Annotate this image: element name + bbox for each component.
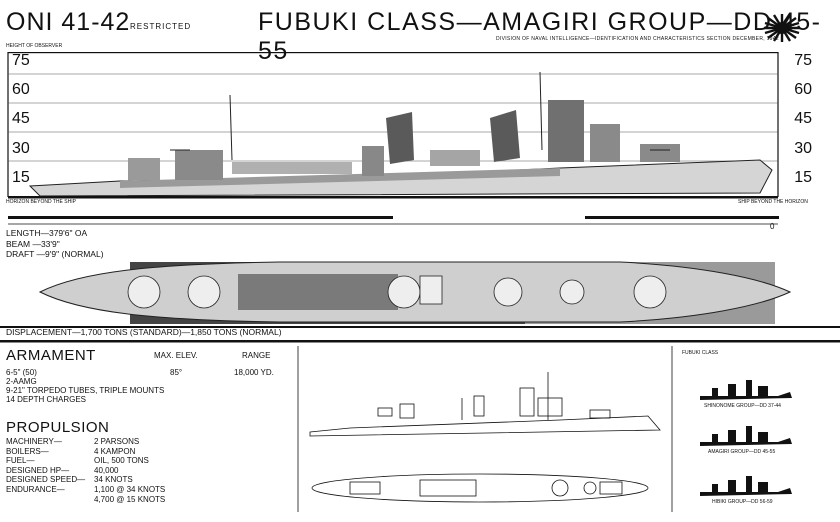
propulsion-key: FUEL— [6,456,35,466]
armament-col-elev: MAX. ELEV. [154,351,198,360]
page-title: FUBUKI CLASS—AMAGIRI GROUP—DD 45-55 [258,8,822,65]
division-subtitle: DIVISION OF NAVAL INTELLIGENCE—IDENTIFIC… [496,36,779,42]
restricted-label: RESTRICTED [130,22,192,31]
scale-left-75: 75 [12,52,30,69]
beam-value: BEAM —33'9" [6,239,60,249]
propulsion-key: DESIGNED SPEED— [6,475,86,485]
propulsion-key: MACHINERY— [6,437,62,446]
armament-item: 9-21" TORPEDO TUBES, TRIPLE MOUNTS [6,386,165,395]
propulsion-value: 1,100 @ 34 KNOTS [94,485,166,494]
length-value: LENGTH—379'6" OA [6,228,88,238]
class-group-caption: AMAGIRI GROUP—DD 45-55 [708,449,776,455]
class-group-caption: SHINONOME GROUP—DD 37-44 [704,403,781,409]
propulsion-title: PROPULSION [6,419,110,436]
armament-gun: 6-5" (50) [6,368,37,377]
class-group-caption: HIBIKI GROUP—DD 56-59 [712,499,773,505]
propulsion-value: OIL, 500 TONS [94,456,149,466]
height-of-observer-label: HEIGHT OF OBSERVER [6,43,63,49]
profile-view [7,52,779,225]
propulsion-key: BOILERS— [6,446,49,456]
propulsion-key: ENDURANCE— [6,485,65,494]
document-code: ONI 41-42 [6,8,131,36]
class-panel-title: FUBUKI CLASS [682,350,719,356]
propulsion-value: 4,700 @ 15 KNOTS [94,494,166,504]
ship-beyond-horizon-label: SHIP BEYOND THE HORIZON [738,199,808,205]
armament-col-range: RANGE [242,351,271,360]
scale-left-60: 60 [12,81,30,98]
armament-gun-elev: 85° [170,368,183,377]
scale-right-30: 30 [794,140,812,157]
scale-zero-label: 0 [770,222,775,231]
armament-gun-range: 18,000 YD. [234,368,274,377]
propulsion-key: DESIGNED HP— [6,465,70,475]
propulsion-value: 4 KAMPON [94,446,136,456]
propulsion-value: 34 KNOTS [94,475,133,485]
propulsion-table: MACHINERY— 2 PARSONS BOILERS— 4 KAMPON FUE… [6,437,206,517]
scale-right-45: 45 [794,110,812,127]
propulsion-value: 40,000 [94,465,119,475]
horizon-beyond-ship-label: HORIZON BEYOND THE SHIP [6,199,76,205]
plan-view [0,261,840,328]
scale-left-45: 45 [12,110,30,127]
small-profile-drawing [297,346,673,512]
scale-right-75: 75 [794,52,812,69]
armament-title: ARMAMENT [6,347,96,364]
armament-item: 2-AAMG [6,377,37,386]
scale-right-15: 15 [794,169,812,186]
scale-left-30: 30 [12,140,30,157]
class-silhouettes [700,380,792,496]
armament-item: 14 DEPTH CHARGES [6,395,87,404]
scale-left-15: 15 [12,169,30,186]
propulsion-value: 2 PARSONS [94,437,140,446]
displacement-value: DISPLACEMENT—1,700 TONS (STANDARD)—1,850… [6,327,282,337]
scale-right-60: 60 [794,81,812,98]
draft-value: DRAFT —9'9" (NORMAL) [6,249,104,259]
